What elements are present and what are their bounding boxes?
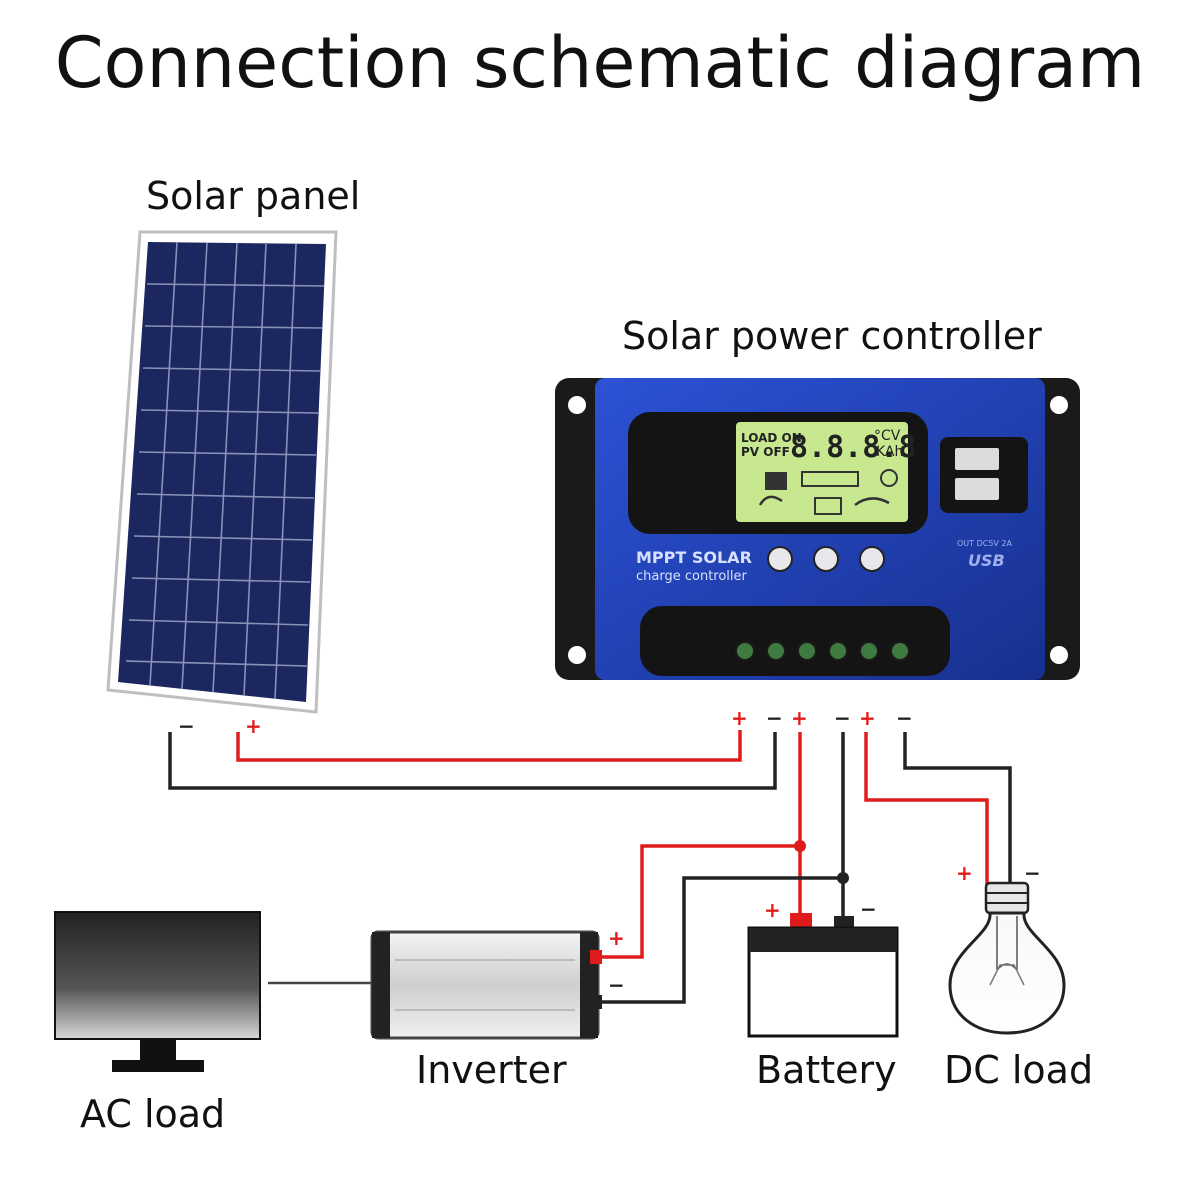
mount-hole-icon bbox=[1050, 396, 1068, 414]
terminal-screw-icon bbox=[735, 641, 755, 661]
lcd-arrow-icon bbox=[758, 495, 783, 506]
polarity-plus: + bbox=[245, 714, 262, 738]
lcd-digits: 8.8.8.8 bbox=[790, 430, 916, 465]
brand-line-2: charge controller bbox=[636, 569, 748, 584]
usb-spec: OUT DC5V 2A bbox=[957, 539, 1013, 548]
inverter bbox=[370, 930, 602, 1040]
lcd-load-on: LOAD ON bbox=[741, 431, 802, 445]
inverter-positive-wire bbox=[600, 844, 800, 959]
battery-positive-terminal bbox=[790, 913, 812, 929]
terminal-block bbox=[640, 606, 950, 676]
polarity-plus: + bbox=[731, 706, 748, 730]
ac-load-label: AC load bbox=[80, 1092, 226, 1136]
terminal-screw-icon bbox=[859, 641, 879, 661]
usb-port-icon bbox=[955, 448, 999, 470]
lcd-panel-icon bbox=[765, 472, 787, 490]
polarity-plus: + bbox=[764, 898, 781, 922]
load-positive-wire bbox=[864, 732, 989, 885]
lcd-unit-top: °CV bbox=[874, 428, 901, 444]
polarity-minus: − bbox=[1024, 861, 1041, 885]
polarity-plus: + bbox=[791, 706, 808, 730]
ac-load-monitor bbox=[54, 911, 261, 1072]
panel-positive-wire bbox=[236, 730, 742, 762]
terminal-screw-icon bbox=[828, 641, 848, 661]
menu-button[interactable] bbox=[767, 546, 793, 572]
solar-panel-label: Solar panel bbox=[146, 174, 361, 218]
charge-controller: LOAD ON PV OFF 8.8.8.8 °CV KAh MPPT SOLA… bbox=[555, 378, 1080, 680]
inverter-label: Inverter bbox=[416, 1048, 567, 1092]
usb-label: USB bbox=[968, 551, 1005, 570]
lcd-battery-icon bbox=[801, 471, 859, 487]
polarity-plus: + bbox=[608, 926, 625, 950]
panel-negative-wire bbox=[168, 732, 777, 790]
polarity-minus: − bbox=[608, 973, 625, 997]
inverter-negative-terminal bbox=[590, 995, 602, 1009]
load-negative-wire bbox=[903, 732, 1012, 885]
diagram-title: Connection schematic diagram bbox=[54, 22, 1146, 104]
dc-load-bulb-icon bbox=[948, 881, 1066, 1035]
polarity-minus: − bbox=[178, 714, 195, 738]
inverter-positive-terminal bbox=[590, 950, 602, 964]
solar-panel bbox=[106, 230, 338, 714]
polarity-plus: + bbox=[956, 861, 973, 885]
polarity-minus: − bbox=[766, 706, 783, 730]
lcd-pv-off: PV OFF bbox=[741, 445, 790, 459]
lcd-arrow-icon bbox=[854, 497, 890, 507]
brand-line-1: MPPT SOLAR bbox=[636, 548, 752, 567]
down-button[interactable] bbox=[859, 546, 885, 572]
mount-hole-icon bbox=[568, 396, 586, 414]
polarity-plus: + bbox=[859, 706, 876, 730]
lcd-unit-bottom: KAh bbox=[876, 444, 903, 460]
terminal-screw-icon bbox=[890, 641, 910, 661]
lcd-bulb-icon bbox=[880, 469, 898, 487]
junction-dot bbox=[794, 840, 806, 852]
polarity-minus: − bbox=[834, 706, 851, 730]
mount-hole-icon bbox=[568, 646, 586, 664]
dc-load-label: DC load bbox=[944, 1048, 1094, 1092]
polarity-minus: − bbox=[860, 897, 877, 921]
junction-dot bbox=[837, 872, 849, 884]
inverter-negative-wire bbox=[600, 876, 843, 1004]
usb-port-icon bbox=[955, 478, 999, 500]
battery-negative-terminal bbox=[834, 916, 854, 929]
terminal-screw-icon bbox=[797, 641, 817, 661]
battery bbox=[747, 913, 899, 1038]
mount-hole-icon bbox=[1050, 646, 1068, 664]
lcd-battery-icon bbox=[814, 497, 842, 515]
polarity-minus: − bbox=[896, 706, 913, 730]
battery-label: Battery bbox=[756, 1048, 897, 1092]
controller-label: Solar power controller bbox=[622, 314, 1042, 358]
up-button[interactable] bbox=[813, 546, 839, 572]
terminal-screw-icon bbox=[766, 641, 786, 661]
